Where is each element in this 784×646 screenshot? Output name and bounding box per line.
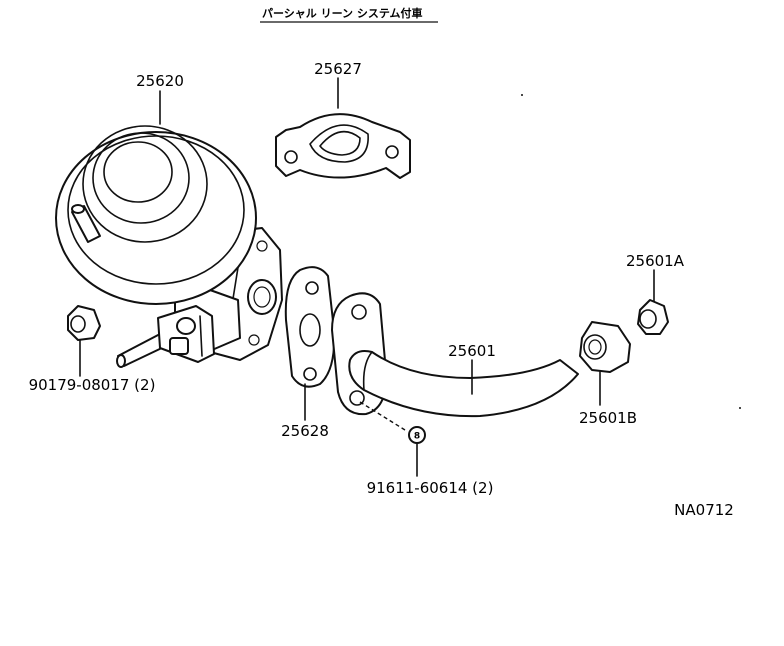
label-pipe-fitting: 25601B [579,409,637,427]
egr-valve-part [55,125,283,368]
label-bolt: 91611-60614 (2) [367,479,494,497]
label-gasket-side: 25628 [281,422,329,440]
bolt-part: 8 [408,426,426,444]
union-nut-part [637,299,669,335]
diagram-title: パーシャル リーン システム付車 [262,6,423,20]
nut-part [67,305,101,341]
gasket-top-part [275,113,411,179]
speck [739,407,741,409]
label-egr-valve: 25620 [136,72,184,90]
diagram-code: NA0712 [674,501,734,519]
label-egr-pipe: 25601 [448,342,496,360]
pipe-fitting-part [579,321,631,373]
bolt-marker-text: 8 [414,432,420,442]
bolt-dashed-guide [359,401,406,431]
label-union-nut: 25601A [626,252,685,270]
egr-pipe-part [331,292,579,418]
label-nut: 90179-08017 (2) [29,376,156,394]
label-gasket-top: 25627 [314,60,362,78]
gasket-side-part [284,266,336,388]
speck [521,94,523,96]
